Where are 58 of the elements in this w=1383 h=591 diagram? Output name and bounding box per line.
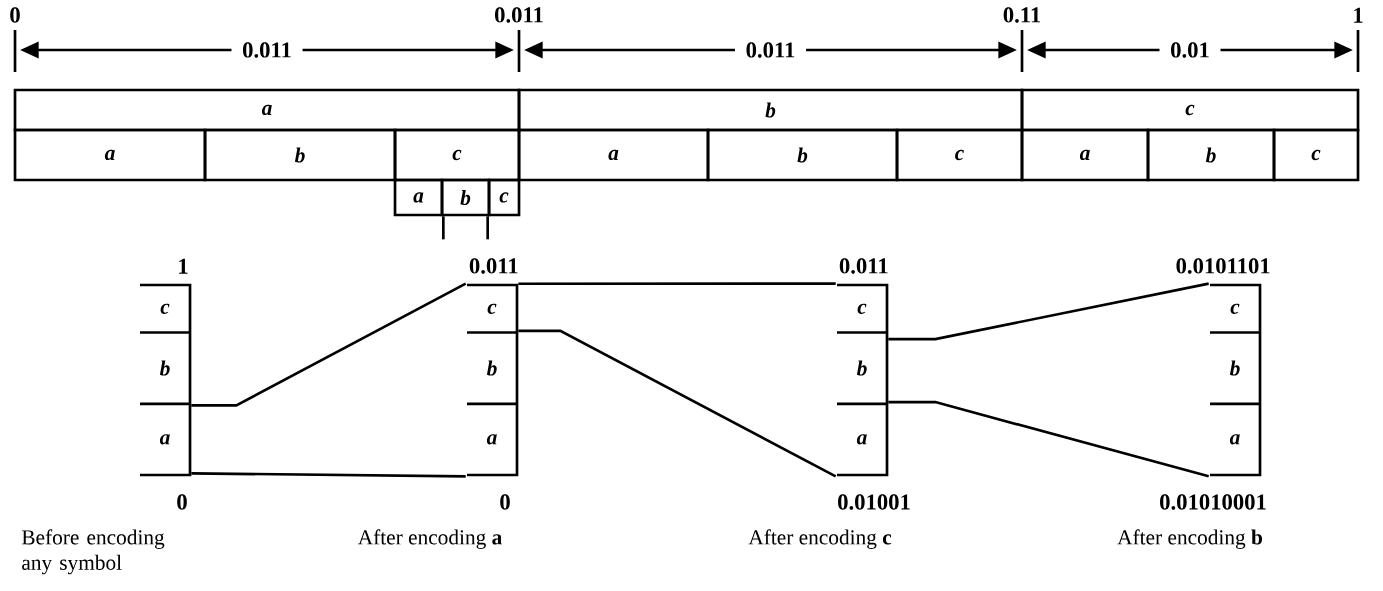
interval-cell: b [517,88,1024,132]
interval-cell: b [706,128,899,182]
interval-cell: b [1146,128,1276,182]
zoom-line [486,216,489,240]
zoom-line [191,472,466,478]
interval-cell: a [13,128,207,182]
interval-cell: a [1020,128,1150,182]
segment-label: c [857,303,867,314]
segment-label: a [486,434,497,445]
interval-bar [467,283,519,477]
segment-label: a [159,434,170,445]
dimension-label: 0.011 [734,39,807,61]
bound-label: 0.011 [469,258,518,274]
segment-label: b [486,360,497,376]
node-label: Before encoding any symbol [21,529,165,575]
interval-bar [837,283,889,477]
bound-label: 0.01010001 [1160,494,1266,510]
interval-cell: a [13,88,521,132]
segment-label: b [159,360,170,376]
segment-label: a [856,434,867,445]
segment-label: c [160,303,170,314]
zoom-line [518,329,837,478]
zoom-line [442,216,445,240]
segment-label: a [1229,434,1240,445]
interval-bar [1210,283,1262,477]
dimension-label: 0.011 [231,39,303,61]
zoom-line [888,400,1210,478]
bound-label: 0 [500,494,510,510]
tick-label: 0 [10,7,20,23]
node-label: After encoding a [357,529,502,549]
zoom-line [191,282,467,407]
interval-cell: b [440,178,491,217]
bound-label: 1 [179,258,188,274]
interval-cell: c [895,128,1024,182]
dimension-label: 0.01 [1159,39,1221,61]
tick-label: 0.11 [1003,7,1041,23]
segment-label: c [1230,303,1240,314]
interval-cell: c [1020,88,1360,132]
segment-label: c [487,303,497,314]
node-label: After encoding c [748,529,892,549]
zoom-line [518,282,836,286]
interval-cell: a [393,178,444,217]
zoom-line [888,282,1209,341]
interval-cell: b [203,128,397,182]
interval-bar [140,283,192,477]
interval-cell: c [1272,128,1360,182]
bound-label: 0.0101101 [1176,258,1270,274]
tick-label: 0.011 [495,7,543,23]
segment-label: b [1229,360,1240,376]
interval-cell: c [487,178,521,217]
bound-label: 0 [177,494,187,510]
interval-cell: a [517,128,710,182]
segment-label: b [856,360,867,376]
node-label: After encoding b [1117,529,1262,549]
interval-cell: c [393,128,521,182]
tick-label: 1 [1354,7,1363,23]
bound-label: 0.011 [839,258,888,274]
bound-label: 0.01001 [838,494,910,510]
